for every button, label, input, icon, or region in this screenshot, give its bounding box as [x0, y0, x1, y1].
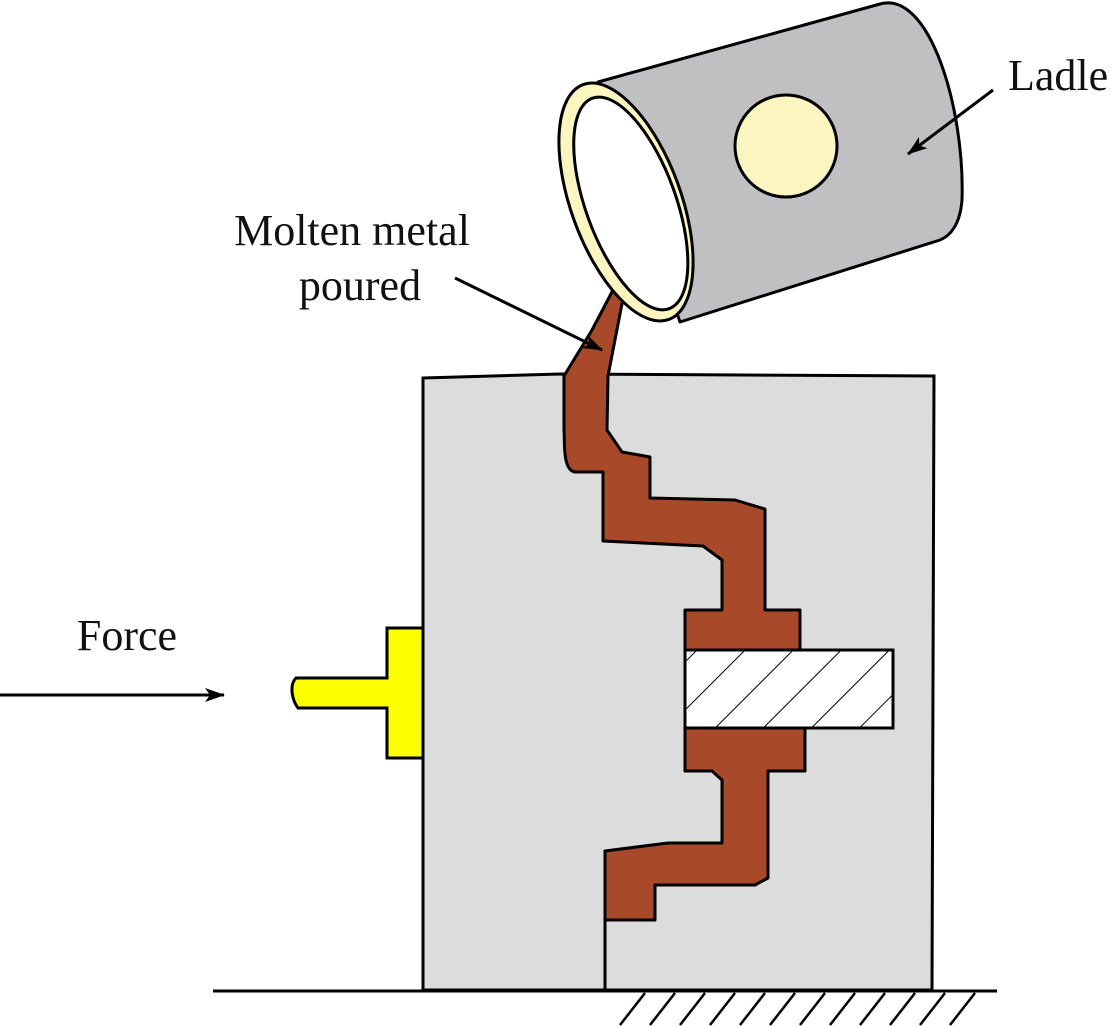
- ground-hatch-icon: [619, 992, 976, 1026]
- ladle-label: Ladle: [1008, 51, 1108, 100]
- plunger: [290, 626, 425, 760]
- core-insert: [683, 648, 895, 730]
- ground: [213, 989, 997, 1026]
- sprue-and-upper-cavity: [562, 276, 802, 652]
- lower-cavity: [603, 726, 807, 922]
- force-label: Force: [77, 611, 177, 660]
- ladle: [557, 1, 964, 324]
- ladle-dot: [733, 93, 839, 199]
- mold-block: [421, 372, 936, 992]
- annotations: Ladle Molten metal poured Force: [0, 51, 1108, 702]
- ladle-pointer-arrow: [907, 88, 994, 156]
- molten-metal-pointer-arrow: [454, 276, 603, 352]
- molten-metal-label-line1: Molten metal: [234, 206, 470, 255]
- molten-metal-label-line2: poured: [299, 261, 421, 310]
- molten-metal: [562, 276, 807, 922]
- ladle-opening: [572, 95, 690, 312]
- mold: [421, 372, 936, 992]
